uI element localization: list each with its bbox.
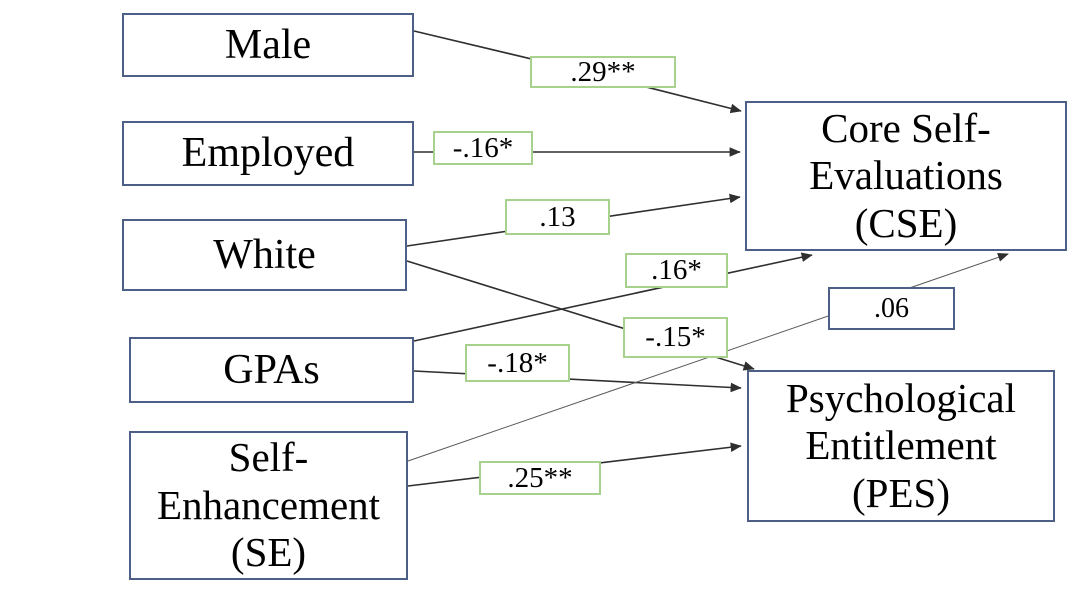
node-male: Male <box>122 13 414 77</box>
node-self-enhancement: Self- Enhancement (SE) <box>129 431 408 580</box>
coef-gpas-cse: .16* <box>625 253 728 288</box>
node-gpas: GPAs <box>129 337 414 403</box>
node-core-self-evaluations: Core Self- Evaluations (CSE) <box>745 101 1067 251</box>
node-white: White <box>122 219 407 291</box>
coef-white-pes: -.15* <box>623 317 728 358</box>
coef-male-cse: .29** <box>530 56 676 88</box>
node-psychological-entitlement: Psychological Entitlement (PES) <box>747 370 1055 522</box>
coef-employed-cse: -.16* <box>433 131 533 165</box>
arrow-gpas-pes <box>413 370 742 393</box>
coef-white-cse: .13 <box>505 199 610 235</box>
coef-gpas-pes: -.18* <box>465 344 570 382</box>
node-employed: Employed <box>122 121 414 186</box>
coef-se-cse: .06 <box>828 287 955 330</box>
arrow-gpas-cse <box>413 252 813 342</box>
coef-se-pes: .25** <box>479 461 601 495</box>
